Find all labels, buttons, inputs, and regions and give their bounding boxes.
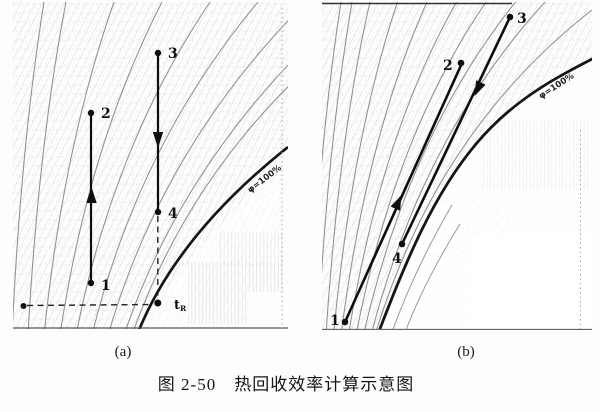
humidity-curves (322, 2, 592, 330)
fog-region-hatch (430, 120, 590, 328)
point-2-label: 2 (443, 58, 453, 74)
figure-caption: 图 2-50 热回收效率计算示意图 (157, 375, 415, 394)
panel-a-label: (a) (114, 344, 132, 360)
point-2-dot (87, 109, 95, 117)
process-line-1-2 (86, 109, 97, 287)
arrowhead-down (152, 132, 164, 148)
saturation-curve (138, 145, 288, 329)
saturation-curve (378, 57, 592, 330)
arrowhead-down (474, 80, 486, 96)
point-1-dot (341, 318, 349, 326)
point-1-dot (87, 279, 95, 287)
point-3-label: 3 (168, 46, 178, 62)
fog-region-hatch (188, 232, 288, 328)
t-r-dot (154, 299, 162, 307)
arrowhead-up (86, 187, 97, 203)
point-4-label: 4 (392, 251, 402, 267)
psychrometric-diagram: φ=100% 1 2 3 4 tR (13, 2, 592, 330)
humidity-curves (13, 2, 288, 329)
arrowhead-up (390, 195, 402, 211)
point-4-dot (154, 208, 162, 216)
panel-a: φ=100% 1 2 3 4 tR (13, 2, 288, 329)
point-3-label: 3 (517, 11, 527, 27)
point-3-dot (154, 49, 162, 57)
process-line-3-4 (152, 49, 164, 216)
point-2-dot (457, 59, 465, 67)
point-2-label: 2 (101, 106, 111, 122)
panel-b-label: (b) (457, 344, 475, 360)
point-4-label: 4 (168, 206, 178, 222)
process-line-3-4 (398, 13, 514, 248)
point-3-dot (506, 13, 514, 21)
panel-b: φ=100% 1 2 3 4 (322, 2, 592, 330)
point-4-dot (398, 240, 406, 248)
point-1-label: 1 (330, 313, 340, 329)
process-line-1-2 (341, 59, 465, 326)
fog-region-curves (392, 204, 461, 330)
point-1-label: 1 (101, 278, 111, 294)
chart-grid-hatch (13, 2, 288, 329)
t-r-label: tR (174, 298, 187, 313)
reference-dot (20, 303, 27, 309)
